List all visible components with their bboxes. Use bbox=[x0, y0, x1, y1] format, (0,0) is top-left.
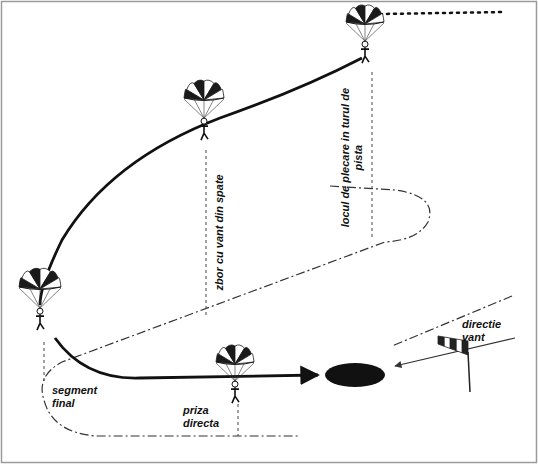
suspension-line bbox=[365, 23, 384, 41]
parachutist bbox=[346, 5, 384, 63]
jumper-head bbox=[201, 118, 207, 124]
jumper-head bbox=[362, 41, 368, 47]
canopy-panel bbox=[194, 80, 204, 100]
suspension-line bbox=[40, 288, 41, 308]
projection-line bbox=[238, 404, 239, 436]
suspension-line bbox=[356, 23, 366, 41]
parachutist bbox=[184, 80, 224, 140]
canopy-panel bbox=[30, 268, 41, 289]
label: segment final bbox=[52, 384, 108, 409]
suspension-line bbox=[235, 363, 245, 381]
suspension-line bbox=[365, 23, 375, 41]
label: locul de plecare in turul de pista bbox=[339, 83, 364, 233]
canopy-panel bbox=[356, 5, 366, 24]
label: zbor cu vant din spate bbox=[213, 167, 226, 297]
suspension-line bbox=[19, 288, 40, 308]
windsock-stripe bbox=[456, 339, 462, 353]
projection-line bbox=[206, 150, 207, 318]
flight-path-dotted bbox=[380, 12, 505, 14]
windsock-stripe bbox=[444, 337, 450, 348]
parachutist bbox=[216, 345, 254, 403]
suspension-line bbox=[204, 99, 224, 118]
windsock-pole bbox=[468, 352, 470, 392]
suspension-line bbox=[30, 288, 41, 308]
jumper-body bbox=[361, 47, 369, 63]
suspension-line bbox=[184, 99, 204, 118]
suspension-line bbox=[216, 363, 235, 381]
windsock-stripe bbox=[450, 338, 456, 351]
parachutes bbox=[19, 5, 384, 403]
suspension-line bbox=[235, 363, 254, 381]
label: directie vant bbox=[462, 318, 514, 343]
projection-line bbox=[44, 342, 45, 384]
canopy-panel bbox=[226, 345, 236, 364]
wind-arrow bbox=[395, 338, 515, 366]
suspension-line bbox=[204, 99, 214, 118]
jumper-body bbox=[231, 387, 239, 403]
projection-line bbox=[372, 72, 373, 238]
suspension-line bbox=[40, 288, 51, 308]
parachutist bbox=[19, 268, 61, 330]
jumper-head bbox=[37, 308, 43, 314]
suspension-line bbox=[346, 23, 365, 41]
windsock-stripe bbox=[438, 336, 444, 346]
jumper-head bbox=[232, 381, 238, 387]
suspension-line bbox=[40, 288, 61, 308]
label: priza directa bbox=[183, 404, 235, 429]
suspension-line bbox=[235, 363, 236, 381]
suspension-line bbox=[365, 23, 366, 41]
flight-path bbox=[40, 58, 362, 305]
jumper-body bbox=[200, 124, 208, 140]
flight-path bbox=[55, 338, 318, 378]
suspension-line bbox=[204, 99, 205, 118]
suspension-line bbox=[194, 99, 204, 118]
landing-target bbox=[325, 363, 385, 387]
suspension-line bbox=[226, 363, 236, 381]
jumper-body bbox=[36, 314, 44, 330]
